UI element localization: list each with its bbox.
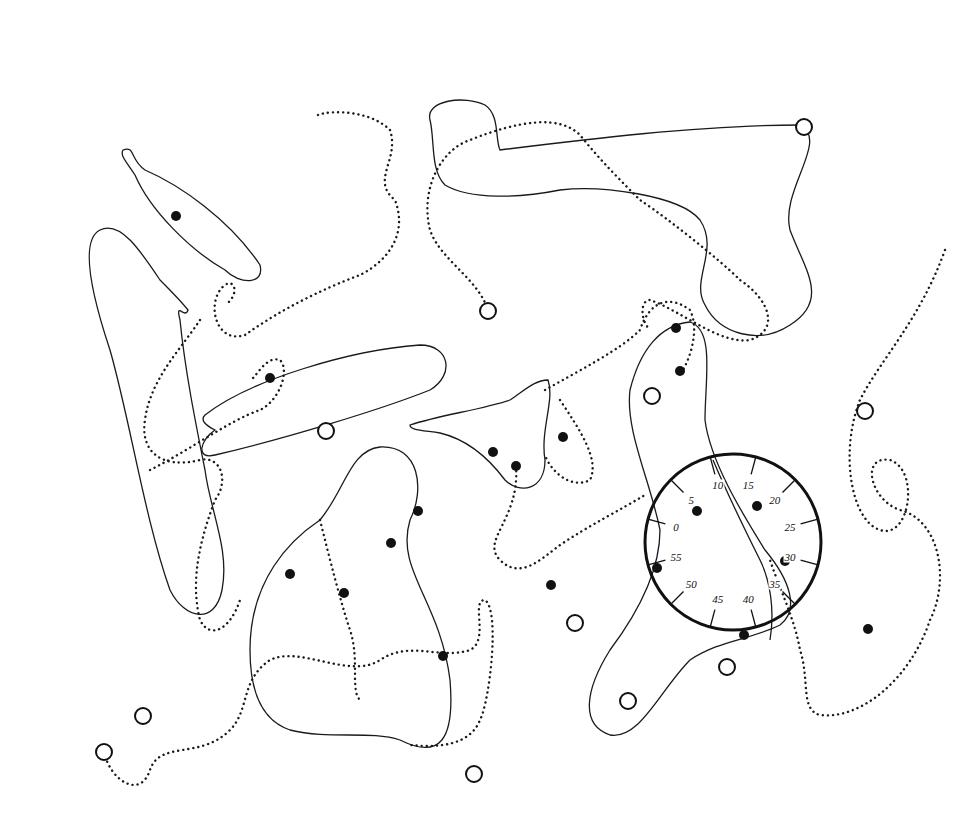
filled-point (386, 538, 396, 548)
dotted-line (427, 122, 768, 340)
dial-number: 25 (783, 521, 796, 532)
dial-tick (671, 480, 684, 493)
filled-point (438, 651, 448, 661)
dotted-line (104, 600, 493, 785)
open-point (857, 403, 873, 419)
dial-circle (645, 454, 821, 630)
dotted-line (320, 520, 360, 700)
dial-number: 10 (711, 480, 724, 491)
dotted-line (494, 466, 645, 568)
solid-shape (589, 322, 790, 735)
dotted-line (150, 359, 284, 470)
filled-point (739, 630, 749, 640)
dial-number: 45 (711, 593, 724, 604)
dial-number: 0 (672, 521, 680, 532)
open-point (318, 423, 334, 439)
open-point (466, 766, 482, 782)
open-point (480, 303, 496, 319)
filled-point (413, 506, 423, 516)
dial-tick (671, 591, 684, 604)
dial-tick (751, 457, 756, 474)
dial-number: 40 (742, 593, 755, 604)
filled-point (675, 366, 685, 376)
dial-tick (801, 519, 818, 524)
solid-shape (430, 100, 812, 335)
dotted-line (545, 302, 694, 390)
dial-number: 15 (742, 480, 755, 491)
dotted-line (215, 112, 399, 336)
solid-shape (202, 345, 446, 456)
open-point (644, 388, 660, 404)
filled-point (652, 563, 662, 573)
dial-number: 20 (768, 495, 781, 506)
filled-point (171, 211, 181, 221)
solid-shape (250, 447, 451, 748)
dial-number: 50 (685, 578, 698, 589)
dial-tick (751, 610, 756, 627)
dial-number: 5 (688, 495, 696, 506)
open-point (567, 615, 583, 631)
points (96, 119, 873, 782)
dial-number: 30 (783, 552, 796, 563)
filled-point (752, 501, 762, 511)
open-point (719, 659, 735, 675)
dial-tick (801, 560, 818, 565)
dotted-line (144, 320, 240, 630)
solid-shape (122, 149, 261, 281)
dial-tick (710, 610, 715, 627)
dial-number: 55 (670, 552, 683, 563)
dotted-line (545, 400, 593, 483)
dial-tick (782, 591, 795, 604)
filled-point (671, 323, 681, 333)
dial-tick (782, 480, 795, 493)
filled-point (863, 624, 873, 634)
filled-point (511, 461, 521, 471)
filled-point (265, 373, 275, 383)
filled-point (339, 588, 349, 598)
dotted-lines (104, 112, 945, 785)
filled-point (285, 569, 295, 579)
dial (645, 454, 821, 630)
filled-point (692, 506, 702, 516)
dial-number: 35 (768, 578, 781, 589)
open-point (796, 119, 812, 135)
open-point (620, 693, 636, 709)
open-point (135, 708, 151, 724)
solid-shapes (89, 100, 812, 748)
dial-tick (648, 519, 665, 524)
open-point (96, 744, 112, 760)
dial-tick (710, 457, 715, 474)
filled-point (546, 580, 556, 590)
filled-point (558, 432, 568, 442)
solid-shape (410, 380, 550, 488)
filled-point (488, 447, 498, 457)
